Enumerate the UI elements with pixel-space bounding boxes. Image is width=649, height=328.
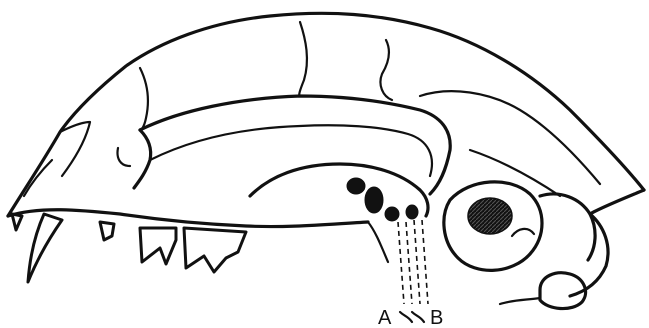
leader-line-a-2 — [406, 222, 412, 304]
orbit-notch — [118, 148, 131, 166]
leader-line-a — [398, 222, 404, 304]
label-brace — [400, 312, 424, 322]
carnassial-1 — [140, 228, 176, 264]
suture-lambdoid — [470, 150, 560, 196]
leader-line-b-2 — [422, 220, 428, 304]
carnassial-2 — [184, 228, 246, 272]
incisor — [12, 214, 22, 230]
suture-temporal — [420, 91, 600, 184]
paroccipital-line — [500, 298, 540, 304]
suture-frontal — [140, 68, 148, 131]
maxilla-lower-edge — [8, 210, 368, 227]
bulla-inner — [512, 229, 534, 236]
foramen-b — [406, 205, 418, 219]
pterygoid — [368, 222, 388, 262]
label-b: B — [430, 307, 443, 328]
orbit-rim — [134, 130, 151, 188]
canine-tooth — [28, 214, 62, 282]
leader-line-b — [414, 220, 420, 304]
zygomatic-arch-inner — [150, 125, 432, 176]
nasal-bone — [60, 122, 90, 176]
label-a: A — [378, 307, 392, 328]
external-auditory-meatus — [468, 198, 512, 234]
foramen-2 — [365, 187, 383, 213]
premolar — [100, 222, 114, 240]
suture-parietal — [380, 40, 392, 100]
foramen-a — [385, 207, 399, 221]
occipital-condyle — [540, 273, 586, 309]
basicranium — [250, 164, 428, 216]
suture-coronal — [299, 22, 307, 96]
mastoid-process — [540, 194, 595, 260]
foramen-1 — [347, 178, 365, 194]
skull-outline — [8, 13, 644, 216]
